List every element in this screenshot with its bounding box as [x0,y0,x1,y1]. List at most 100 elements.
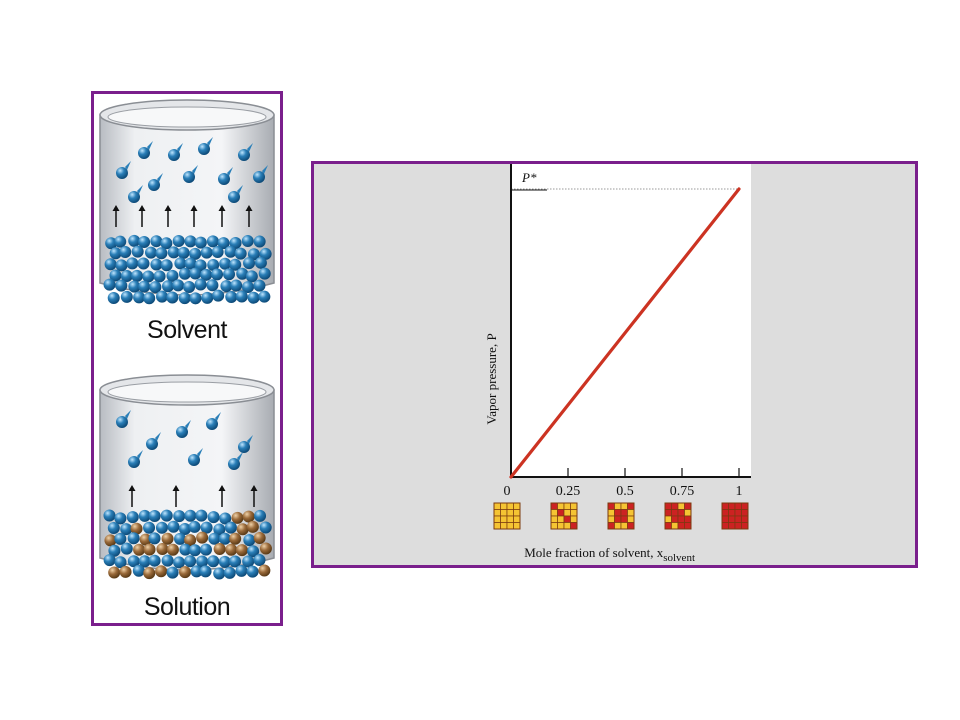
solvent-particle [200,246,213,259]
solvent-particle [115,259,128,272]
solvent-particle [207,258,220,271]
solute-particle [184,534,197,547]
grid-border [607,502,635,530]
solvent-particle [172,279,185,292]
solvent-particle [235,564,248,577]
solvent-particle [104,258,117,271]
solvent-particle [166,566,179,579]
droplet-tail [247,435,253,444]
solute-particle [130,522,143,535]
solvent-particle [103,554,116,567]
solvent-particle [148,509,161,522]
grid-cell [550,502,558,510]
vapor-droplet [228,191,240,203]
solvent-particle [114,235,127,248]
solvent-particle [142,270,155,283]
grid-cell [684,522,692,530]
solvent-particle [107,292,120,305]
grid-cell [728,522,736,530]
beaker-rim-inner [107,381,267,403]
solvent-particle [253,235,266,248]
grid-cell [627,502,635,510]
x-tick-label: 0 [504,484,511,499]
grid-cell [570,522,578,530]
grid-cell [506,502,514,510]
solvent-particle [213,567,226,580]
solute-particle [108,566,121,579]
liquid-particles [103,234,272,305]
solvent-particle [200,268,213,281]
grid-cell [500,522,508,530]
solvent-particle [229,555,242,568]
solvent-particle [230,279,243,292]
solvent-particle [207,511,220,524]
solvent-particle [138,509,151,522]
solvent-beaker [99,99,275,305]
grid-cell [607,515,615,523]
x-tick-label: 0.5 [616,484,634,499]
solvent-particle [148,554,161,567]
beaker-rim-inner [107,106,267,128]
droplet-tail [137,185,143,194]
grid-cell [563,509,571,517]
solvent-particle [137,257,150,270]
solvent-particle [150,235,163,248]
grid-cell [550,509,558,517]
solvent-particle [189,292,202,305]
solvent-particle [127,555,140,568]
x-axis-label: Mole fraction of solvent, xsolvent [524,545,695,564]
solvent-particle [211,268,224,281]
up-arrow-head [172,485,180,491]
solvent-particle [109,247,122,260]
solute-particle [179,566,192,579]
droplet-tail [237,452,243,461]
grid-cell [493,509,501,517]
droplet-tail [125,410,131,419]
grid-cell [614,509,622,517]
grid-cell [614,522,622,530]
solvent-particle [138,236,151,249]
solvent-particle [133,291,146,304]
grid-cell [513,515,521,523]
solvent-particle [247,291,260,304]
solute-particle [242,510,255,523]
solvent-particle [120,290,133,303]
grid-border [721,502,749,530]
solvent-particle [107,521,120,534]
solvent-particle [126,511,139,524]
vapor-droplet [238,149,250,161]
solvent-particle [242,555,255,568]
solvent-particle [103,509,116,522]
droplet-tail [262,165,268,174]
vapor-droplet [238,441,250,453]
grid-cell [741,502,749,510]
solvent-particle [120,542,133,555]
solvent-particle [109,269,122,282]
droplet-tail [185,420,191,429]
solute-particle [259,542,272,555]
up-arrow-head [250,485,258,491]
composition-grid [493,502,521,530]
grid-cell [563,522,571,530]
solvent-particle [259,521,272,534]
solvent-particle [177,246,190,259]
solvent-particle [258,267,271,280]
solute-particle [231,511,244,524]
composition-grid [607,502,635,530]
solvent-particle [190,565,203,578]
solvent-particle [184,555,197,568]
grid-cell [721,509,729,517]
vapor-droplet [128,456,140,468]
grid-cell [506,522,514,530]
solution-beaker [99,374,275,580]
solvent-particle [172,235,185,248]
solvent-particle [160,509,173,522]
solute-particle [246,520,259,533]
grid-cell [493,522,501,530]
solvent-particle [224,245,237,258]
solvent-particle [167,246,180,259]
grid-cell [728,509,736,517]
solvent-particle [173,510,186,523]
grid-cell [614,515,622,523]
grid-cell [557,522,565,530]
